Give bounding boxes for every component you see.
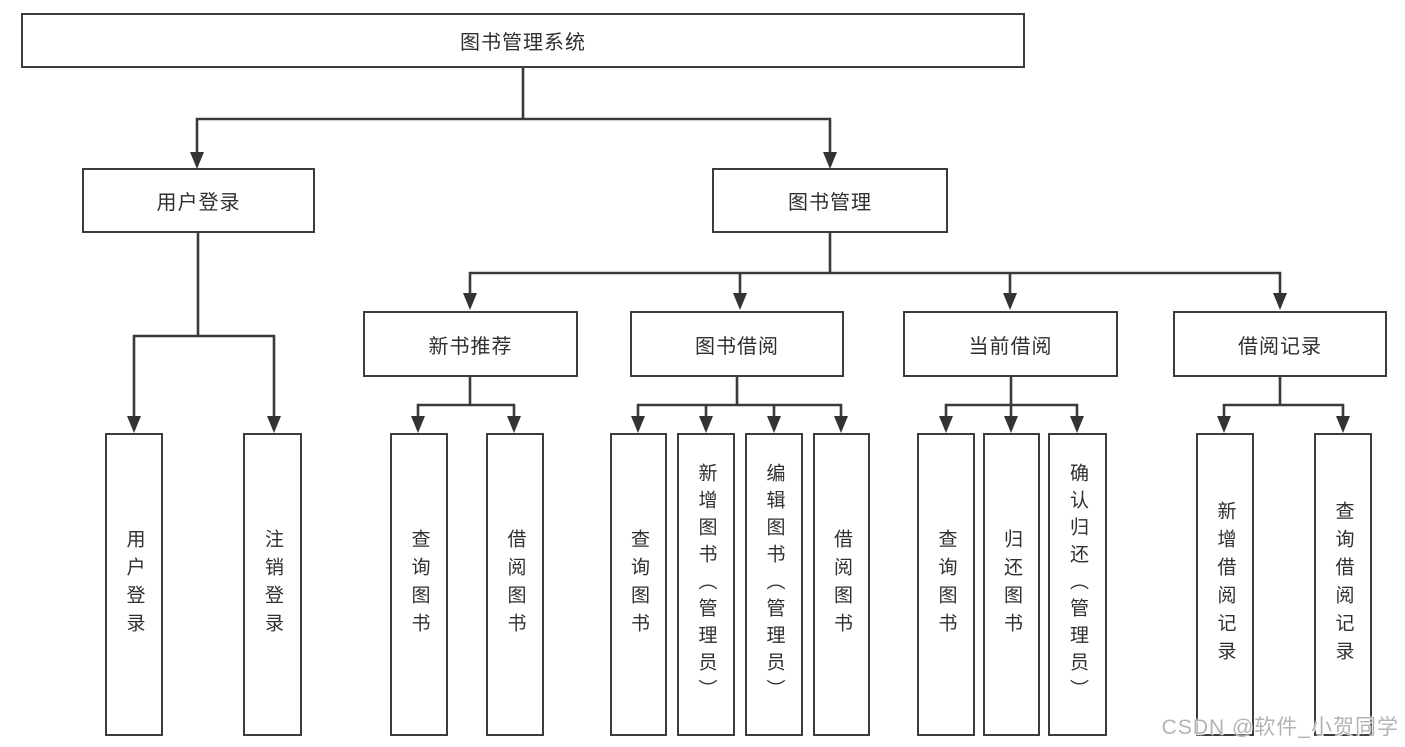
node-add-borrow-record: 新增借阅记录: [1196, 433, 1254, 736]
arrow-icon: [507, 416, 521, 433]
node-book-management: 图书管理: [712, 168, 948, 233]
node-book-borrowing: 图书借阅: [630, 311, 844, 377]
arrow-icon: [823, 152, 837, 169]
arrow-icon: [190, 152, 204, 169]
connector-newbook-branch: [416, 377, 516, 418]
arrow-icon: [267, 416, 281, 433]
arrow-icon: [463, 293, 477, 310]
arrow-icon: [631, 416, 645, 433]
node-add-books-admin: 新增图书（管理员）: [677, 433, 735, 736]
node-user-login: 用户登录: [105, 433, 163, 736]
csdn-watermark: CSDN @软件_小贺同学: [1161, 716, 1399, 739]
node-query-books-recommend: 查询图书: [390, 433, 448, 736]
connector-root-to-level2: [195, 68, 832, 154]
arrow-icon: [1273, 293, 1287, 310]
arrow-icon: [834, 416, 848, 433]
arrow-icon: [1003, 293, 1017, 310]
connector-borrowrecord-branch: [1222, 377, 1345, 418]
arrowheads: [127, 152, 1350, 433]
node-new-book-recommendation: 新书推荐: [363, 311, 578, 377]
connector-bookmgmt-to-level3: [468, 233, 1282, 295]
connector-userlogin-branch: [132, 233, 276, 418]
arrow-icon: [1004, 416, 1018, 433]
arrow-icon: [699, 416, 713, 433]
node-logout: 注销登录: [243, 433, 302, 736]
arrow-icon: [411, 416, 425, 433]
arrow-icon: [939, 416, 953, 433]
node-query-books-current: 查询图书: [917, 433, 975, 736]
node-library-system: 图书管理系统: [21, 13, 1025, 68]
node-query-borrow-record: 查询借阅记录: [1314, 433, 1372, 736]
node-user-login-module: 用户登录: [82, 168, 315, 233]
node-return-books: 归还图书: [983, 433, 1040, 736]
node-borrow-books-borrowing: 借阅图书: [813, 433, 870, 736]
arrow-icon: [1336, 416, 1350, 433]
arrow-icon: [1070, 416, 1084, 433]
node-borrow-books-recommend: 借阅图书: [486, 433, 544, 736]
arrow-icon: [767, 416, 781, 433]
node-edit-books-admin: 编辑图书（管理员）: [745, 433, 803, 736]
connector-bookborrow-branch: [636, 377, 843, 418]
connector-currentborrow-branch: [944, 377, 1079, 418]
node-confirm-return-admin: 确认归还（管理员）: [1048, 433, 1107, 736]
node-current-borrowing: 当前借阅: [903, 311, 1118, 377]
arrow-icon: [733, 293, 747, 310]
arrow-icon: [1217, 416, 1231, 433]
node-query-books-borrowing: 查询图书: [610, 433, 667, 736]
arrow-icon: [127, 416, 141, 433]
node-borrowing-records: 借阅记录: [1173, 311, 1387, 377]
